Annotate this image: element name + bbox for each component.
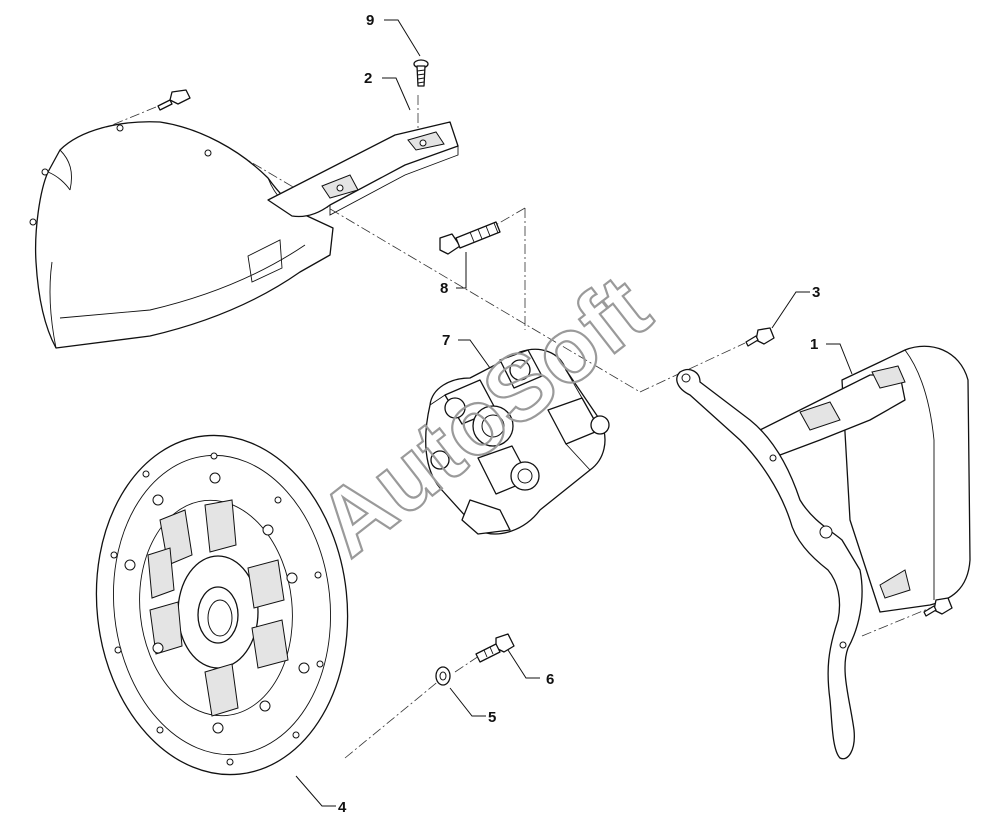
- callout-6: 6: [546, 671, 554, 688]
- drive-disc-part-4: [95, 434, 349, 776]
- bolt-part-6: [475, 633, 515, 663]
- bolt-part-3: [745, 327, 775, 347]
- callout-9: 9: [366, 12, 374, 29]
- assembly-center-lines: [99, 95, 931, 759]
- callout-leaders: [295, 19, 853, 807]
- callout-8: 8: [440, 280, 448, 297]
- callout-5: 5: [488, 709, 496, 726]
- coupling-part-7: [425, 348, 610, 535]
- upper-shield-part-2: [29, 121, 459, 349]
- callout-2: 2: [364, 70, 372, 87]
- screw-part-9: [413, 59, 429, 87]
- shield-bolt: [157, 89, 191, 111]
- callout-3: 3: [812, 284, 820, 301]
- washer-part-5: [435, 666, 451, 686]
- callout-4: 4: [338, 799, 347, 816]
- callout-7: 7: [442, 332, 450, 349]
- callout-1: 1: [810, 336, 818, 353]
- bolt-part-8: [439, 221, 501, 255]
- housing-part-1: [676, 345, 971, 760]
- callout-labels: 9 2 3 1 8 7 6 5 4: [338, 12, 820, 816]
